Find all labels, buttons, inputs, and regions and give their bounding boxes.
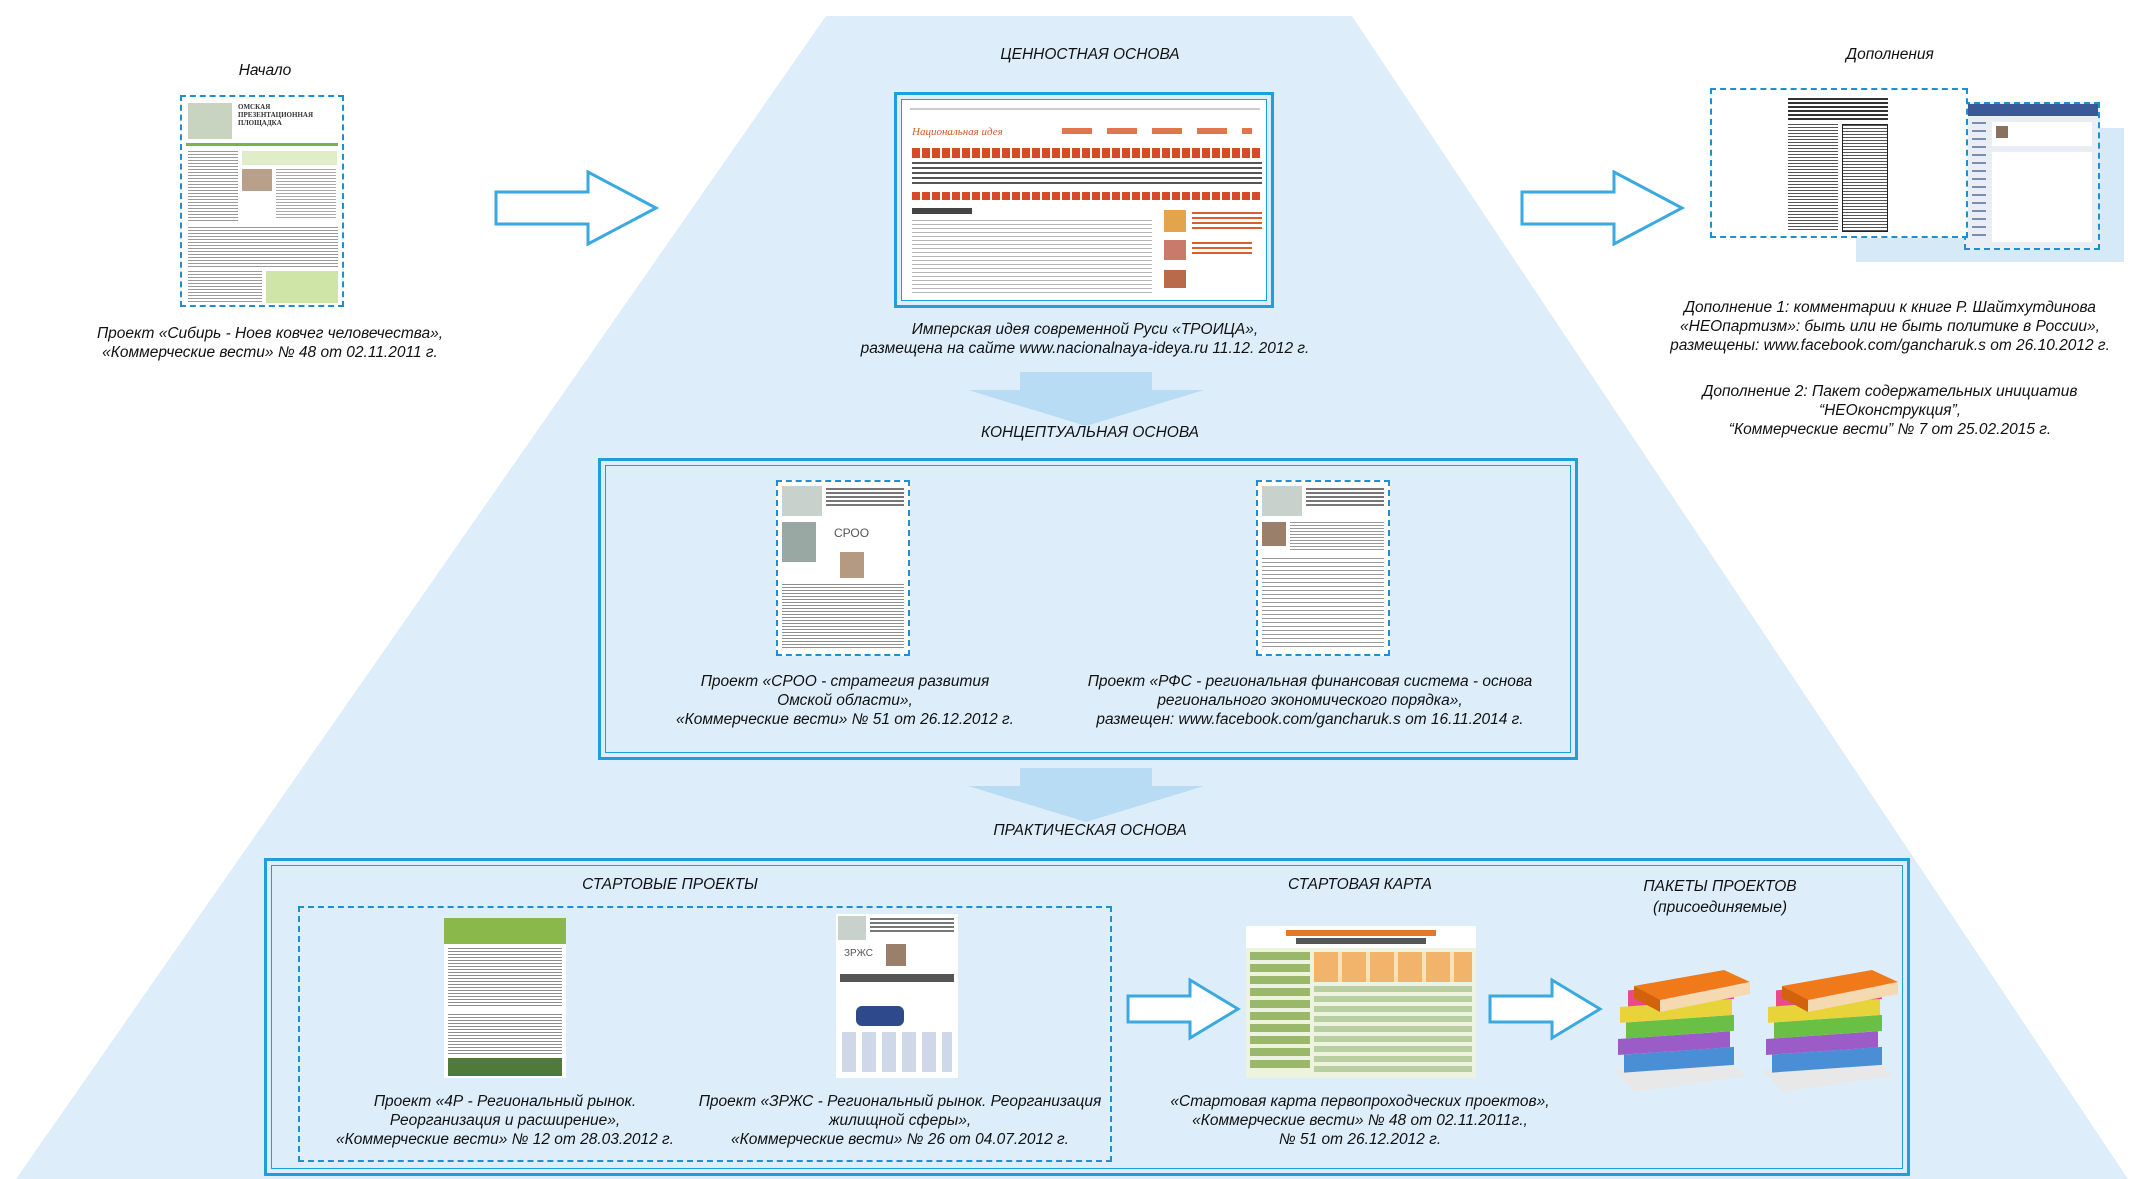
start-document-thumbnail: ОМСКАЯ ПРЕЗЕНТАЦИОННАЯ ПЛОЩАДКА	[180, 95, 344, 307]
start-title: Начало	[238, 62, 292, 79]
zrzhs-word: ЗРЖС	[844, 948, 873, 959]
addon-book-thumbnail	[1710, 88, 1968, 238]
omsk-title: ОМСКАЯ ПРЕЗЕНТАЦИОННАЯ ПЛОЩАДКА	[238, 103, 313, 127]
sroo-caption: Проект «СРОО - стратегия развития Омской…	[676, 673, 1014, 728]
map-caption: «Стартовая карта первопроходческих проек…	[1170, 1093, 1550, 1148]
starter-projects-group	[298, 906, 1112, 1162]
concept-foundation-title: КОНЦЕПТУАЛЬНАЯ ОСНОВА	[980, 424, 1200, 441]
site-header: Национальная идея	[912, 126, 1003, 138]
starter-map-thumbnail	[1246, 926, 1476, 1078]
p4r-document-thumbnail	[444, 918, 566, 1078]
practical-foundation-title: ПРАКТИЧЕСКАЯ ОСНОВА	[993, 822, 1187, 839]
start-caption: Проект «Сибирь - Ноев ковчег человечеств…	[96, 325, 444, 361]
right-arrow-3	[1126, 977, 1241, 1041]
value-foundation-title: ЦЕННОСТНАЯ ОСНОВА	[1000, 46, 1180, 63]
addon1-caption: Дополнение 1: комментарии к книге Р. Шай…	[1670, 299, 2110, 354]
right-arrow-4	[1488, 977, 1603, 1041]
right-arrow-1	[494, 169, 660, 247]
starter-map-title: СТАРТОВАЯ КАРТА	[1288, 876, 1432, 893]
sroo-document-thumbnail: СРОО	[776, 480, 910, 656]
concept-frame	[598, 458, 1578, 760]
zrzhs-caption: Проект «ЗРЖС - Региональный рынок. Реорг…	[698, 1093, 1102, 1148]
value-caption: Имперская идея современной Руси «ТРОИЦА»…	[860, 321, 1310, 357]
down-arrow-2	[968, 768, 1204, 822]
p4r-caption: Проект «4Р - Региональный рынок. Реорган…	[336, 1093, 674, 1148]
starter-projects-title: СТАРТОВЫЕ ПРОЕКТЫ	[582, 876, 758, 893]
packages-title: ПАКЕТЫ ПРОЕКТОВ (присоединяемые)	[1643, 878, 1797, 916]
right-arrow-2	[1520, 169, 1686, 247]
addons-title: Дополнения	[1846, 46, 1934, 63]
book-stack-1-icon	[1614, 970, 1750, 1092]
practical-frame	[264, 858, 1910, 1176]
zrzhs-document-thumbnail: ЗРЖС	[836, 914, 958, 1078]
addon-facebook-thumbnail	[1964, 102, 2100, 250]
down-arrow-1	[968, 372, 1204, 426]
book-stack-2-icon	[1762, 970, 1898, 1092]
addon2-caption: Дополнение 2: Пакет содержательных иници…	[1702, 383, 2078, 438]
sroo-word: СРОО	[834, 526, 870, 540]
rfs-caption: Проект «РФС - региональная финансовая си…	[1087, 673, 1533, 728]
rfs-document-thumbnail	[1256, 480, 1390, 656]
value-screenshot-frame: Национальная идея	[894, 92, 1274, 308]
